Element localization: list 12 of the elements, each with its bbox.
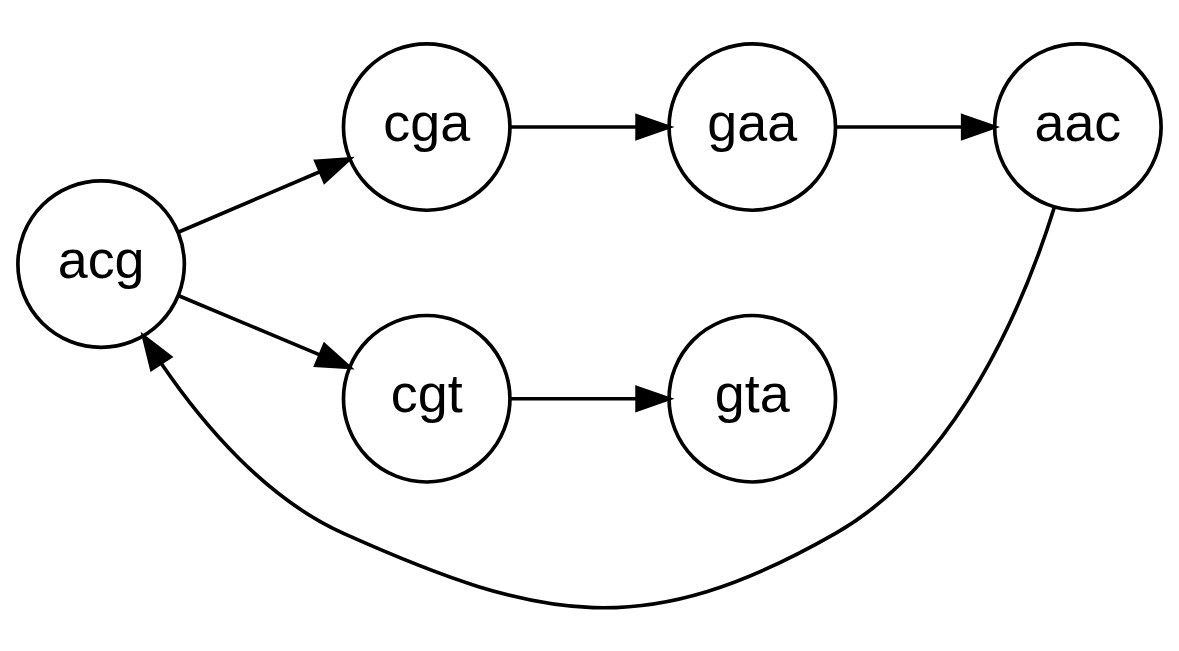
- node-circle: gaa: [667, 41, 838, 212]
- arrow: [140, 205, 1057, 609]
- arrow: [835, 112, 1001, 141]
- node-circle: gta: [667, 313, 838, 484]
- node-circle: aac: [992, 41, 1163, 212]
- arrow: [510, 384, 675, 412]
- node-circle: cgt: [341, 313, 512, 484]
- node-circle: acg: [16, 178, 187, 349]
- node-circle: cga: [341, 41, 512, 212]
- arrow: [178, 293, 355, 370]
- arrow: [510, 112, 675, 141]
- arrow: [178, 156, 355, 234]
